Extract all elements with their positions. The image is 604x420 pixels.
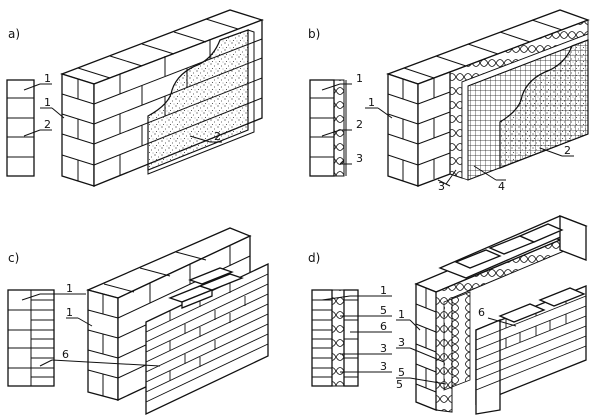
panel-d-callout: 1 <box>380 284 387 297</box>
panel-d-callouts: 1 5 6 3 3 5 1 3 5 6 <box>321 284 517 391</box>
panel-a-callouts: 1 1 2 2 <box>23 72 222 143</box>
panel-a-callout: 2 <box>214 130 221 143</box>
panel-d-callout: 6 <box>478 306 485 319</box>
panel-c-callouts: 1 1 6 <box>21 282 161 367</box>
panel-b-title: b) <box>308 27 320 41</box>
panel-a-section <box>6 79 35 177</box>
panel-c-callout: 1 <box>66 282 73 295</box>
panel-b-callout: 1 <box>368 96 375 109</box>
panel-d-callout: 3 <box>398 336 405 349</box>
panel-b-callout: 4 <box>498 180 505 193</box>
panel-b-callout: 1 <box>356 72 363 85</box>
panel-c-title: c) <box>8 251 19 265</box>
panel-c-section <box>7 289 55 387</box>
panel-a: a) <box>6 9 264 187</box>
panel-b-callout: 2 <box>356 118 363 131</box>
panel-c-callout: 1 <box>66 306 73 319</box>
panel-d-callout: 1 <box>398 308 405 321</box>
panel-c-callout: 6 <box>62 348 69 361</box>
panel-b-brick-wall <box>386 9 590 187</box>
panel-b-callout: 2 <box>564 144 571 157</box>
panel-d-callout: 6 <box>380 320 387 333</box>
panel-c: c) <box>7 227 269 416</box>
panel-a-callout: 2 <box>44 118 51 131</box>
panel-d-title: d) <box>308 251 320 265</box>
panel-d-callout: 5 <box>396 378 403 391</box>
panel-d-callout: 3 <box>380 342 387 355</box>
panel-b-plaster <box>499 39 589 169</box>
panel-b: b) <box>308 9 590 193</box>
panel-d-callout: 5 <box>380 304 387 317</box>
panel-a-callout: 1 <box>44 72 51 85</box>
panel-a-callout: 1 <box>44 96 51 109</box>
panel-d-outer-wall <box>438 215 588 415</box>
panel-a-title: a) <box>8 27 20 41</box>
panel-b-callout: 3 <box>356 152 363 165</box>
panel-a-plaster <box>147 29 255 175</box>
panel-d-section <box>311 289 359 387</box>
panel-b-callouts: 1 2 3 1 3 4 2 <box>321 72 574 193</box>
panel-d: d) <box>308 215 588 415</box>
panel-c-facing-wall <box>145 262 269 416</box>
panel-d-callout: 3 <box>380 360 387 373</box>
panel-d-callout: 5 <box>398 366 405 379</box>
panel-b-callout: 3 <box>438 180 445 193</box>
panel-b-section <box>309 79 347 177</box>
